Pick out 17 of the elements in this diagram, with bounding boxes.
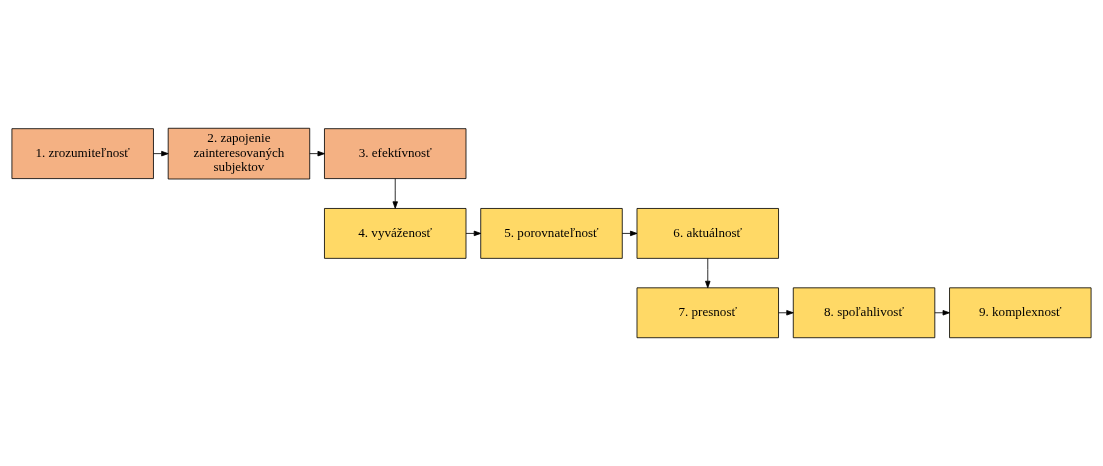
node-box: 8. spoľahlivosť [792, 287, 936, 339]
arrow [392, 178, 398, 209]
arrow [153, 150, 169, 157]
arrow [309, 150, 325, 157]
node-box: 2. zapojenie zainteresovaných subjektov [167, 127, 311, 180]
arrow [465, 230, 482, 237]
node-box: 6. aktuálnosť [636, 208, 779, 259]
arrow [778, 310, 794, 316]
node-box: 3. efektívnosť [324, 128, 467, 179]
node-box: 9. komplexnosť [949, 287, 1092, 339]
arrow [934, 310, 950, 316]
node-box: 7. presnosť [636, 287, 779, 339]
arrow [705, 258, 711, 289]
node-box: 5. porovnateľnosť [480, 208, 623, 259]
node-box: 4. vyváženosť [324, 208, 467, 259]
arrow [621, 230, 638, 237]
node-box: 1. zrozumiteľnosť [11, 128, 154, 179]
